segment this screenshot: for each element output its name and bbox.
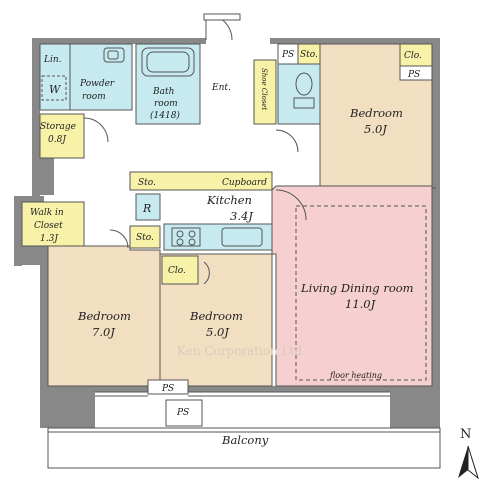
label-north: N [460, 427, 471, 442]
label-ps-top-right: PS [407, 70, 420, 80]
hall-storage-strip [129, 171, 273, 191]
windows [95, 187, 436, 397]
label-walk-in-3: 1.3J [40, 234, 59, 244]
watermark: Ken Corporation Ltd. [177, 344, 306, 358]
label-balcony: Balcony [221, 433, 269, 447]
label-sto-sw: Sto. [136, 233, 154, 243]
label-bedroom-s-1: Bedroom [189, 309, 243, 323]
sto-sw-area [129, 225, 161, 249]
label-shoe-closet: Shoe Closet [260, 68, 268, 110]
label-living-2: 11.0J [345, 297, 377, 311]
label-lin: Lin. [43, 55, 62, 65]
label-bedroom-sw-1: Bedroom [77, 309, 131, 323]
storage-room [39, 113, 85, 159]
label-powder-room-2: room [82, 92, 106, 102]
clo-mid-area [161, 255, 199, 285]
room-fills [21, 43, 433, 427]
label-cupboard: Cupboard [222, 178, 267, 188]
label-storage-2: 0.8J [48, 135, 67, 145]
label-living-1: Living Dining room [300, 281, 414, 295]
label-r: R [142, 202, 151, 215]
label-w: W [49, 83, 62, 96]
label-storage-1: Storage [40, 122, 76, 132]
plan-details [41, 13, 441, 469]
label-ent: Ent. [211, 83, 231, 93]
label-bedroom-sw-2: 7.0J [92, 325, 116, 339]
label-sto-top: Sto. [300, 50, 318, 60]
toilet-room [277, 63, 321, 125]
label-ps-bottom: PS [161, 384, 174, 394]
bedroom-sw [47, 245, 161, 387]
fridge-space [135, 193, 161, 221]
powder-room [69, 43, 133, 111]
label-clo-mid: Clo. [168, 266, 186, 276]
shoe-closet-area [253, 59, 277, 125]
linen-area [39, 43, 71, 111]
label-bedroom-ne-1: Bedroom [349, 106, 403, 120]
north-arrow-icon: N [458, 427, 479, 480]
label-kitchen-1: Kitchen [206, 193, 252, 207]
label-bath-room-1: Bath [152, 87, 174, 97]
ps-top-right-area [399, 65, 433, 81]
label-powder-room-1: Powder [79, 79, 115, 89]
living-dining-room [271, 185, 433, 387]
exterior-walls [14, 38, 440, 428]
label-bath-room-3: (1418) [150, 110, 180, 121]
ps-bottom-area [147, 379, 189, 395]
label-ps-top: PS [281, 50, 294, 60]
ps-balcony-area [165, 399, 203, 427]
label-walk-in-1: Walk in [30, 208, 64, 218]
label-clo-top: Clo. [404, 51, 422, 61]
label-bedroom-s-2: 5.0J [206, 325, 230, 339]
label-bath-room-2: room [154, 99, 178, 109]
label-bedroom-ne-2: 5.0J [364, 122, 388, 136]
label-sto-hall: Sto. [138, 178, 156, 188]
label-walk-in-2: Closet [34, 221, 63, 231]
label-kitchen-2: 3.4J [230, 209, 254, 223]
label-floor-heating: floor heating [329, 371, 382, 380]
label-ps-balcony: PS [176, 408, 189, 418]
